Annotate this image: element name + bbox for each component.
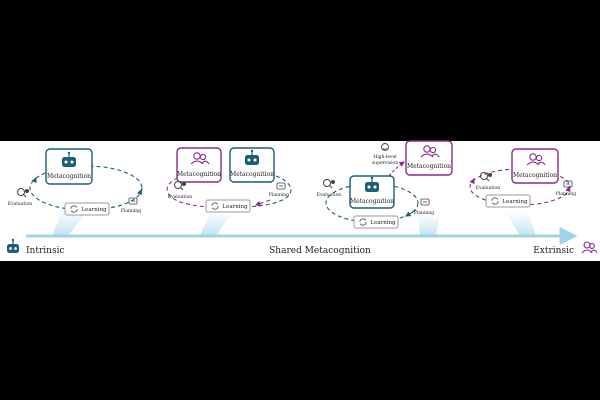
planning-icon [563, 180, 573, 188]
planning-label: Planning [269, 192, 289, 198]
learning-label: Learning [222, 204, 248, 210]
planning-label: Planning [414, 210, 434, 216]
panel-extrinsic: Metacognition Learning Evaluation Planni… [469, 148, 576, 208]
refresh-icon [491, 197, 499, 205]
human-metacognition-box [511, 148, 559, 184]
axis-right-label: Extrinsic [533, 246, 574, 256]
loop-arrow [565, 185, 571, 192]
human-metacognition-label: Metacognition [513, 172, 557, 179]
learning-label: Learning [502, 199, 528, 205]
evaluation-label: Evaluation [317, 192, 341, 198]
evaluation-label: Evaluation [476, 185, 500, 191]
agent-arrow [254, 199, 271, 207]
learning-label: Learning [370, 220, 396, 226]
evaluation-icon [174, 181, 186, 191]
agent-loop [239, 175, 292, 208]
people-icon [581, 241, 598, 254]
axis-center-label: Shared Metacognition [269, 246, 371, 256]
people-icon [420, 145, 440, 158]
planning-label: Planning [556, 191, 576, 197]
evaluation-icon [323, 179, 335, 189]
loop-arrow [31, 177, 37, 184]
people-icon [190, 152, 210, 165]
beam-1 [52, 210, 88, 236]
panel-intrinsic: Metacognition Learning Evaluation Planni… [8, 148, 143, 216]
human-loop [166, 177, 213, 208]
beam-4 [506, 212, 536, 236]
supervision-icon [381, 143, 389, 151]
planning-label: Planning [121, 208, 141, 214]
learning-label: Learning [81, 207, 107, 213]
panel-shared-supervision: Metacognition Metacognition High-level s… [317, 140, 453, 229]
planning-icon [128, 197, 138, 205]
human-metacognition-label: Metacognition [407, 163, 451, 170]
loop-arrow [469, 178, 475, 185]
evaluation-icon [17, 188, 29, 198]
evaluation-label: Evaluation [8, 201, 32, 207]
metacognition-label: Metacognition [47, 173, 91, 180]
human-metacognition-box [176, 147, 222, 183]
human-metacognition-label: Metacognition [177, 171, 221, 178]
planning-icon [276, 182, 286, 190]
loop-arrow [136, 188, 143, 196]
people-icon [526, 153, 546, 166]
robot-icon [7, 238, 19, 253]
robot-icon [245, 149, 259, 165]
evaluation-label: Evaluation [168, 194, 192, 200]
panel-shared-human-agent: Metacognition Metacognition Learning Eva… [166, 147, 292, 213]
evaluation-icon [480, 172, 492, 182]
robot-icon [62, 151, 76, 167]
agent-loop [325, 183, 419, 223]
beam-2 [200, 212, 232, 236]
planning-icon [420, 198, 430, 206]
refresh-icon [359, 218, 367, 226]
supervision-label-line2: supervision [372, 160, 398, 166]
human-metacognition-box [405, 140, 453, 176]
agent-metacognition-label: Metacognition [350, 198, 394, 205]
refresh-icon [70, 205, 78, 213]
axis-left-label: Intrinsic [26, 246, 64, 256]
agent-metacognition-label: Metacognition [230, 171, 274, 178]
beam-3 [418, 214, 440, 236]
supervision-label-line1: High-level [373, 154, 397, 160]
robot-icon [365, 176, 379, 192]
loop-arrow [405, 209, 417, 217]
refresh-icon [211, 202, 219, 210]
